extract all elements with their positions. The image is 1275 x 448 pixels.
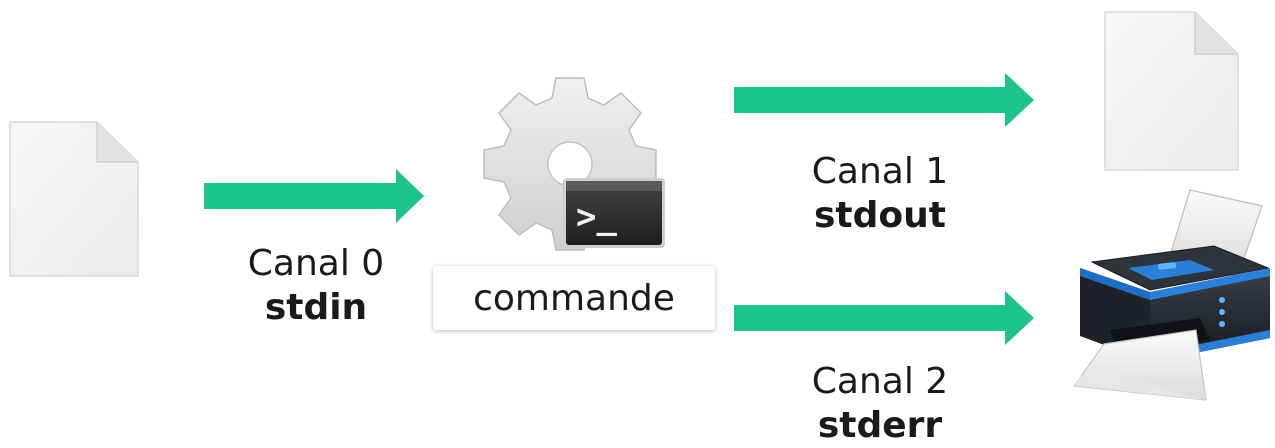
channel-0-stream: stdin [264,287,368,328]
command-label: commande [433,266,715,330]
channel-1-stream: stdout [814,195,946,236]
terminal-prompt-text: >_ [576,197,617,237]
channel-1-name: Canal 1 [811,151,949,192]
channel-0-name: Canal 0 [247,243,385,284]
channel-1-label: Canal 1 stdout [790,150,970,238]
channel-2-label: Canal 2 stderr [790,360,970,448]
channel-2-stream: stderr [817,405,943,446]
channel-0-label: Canal 0 stdin [226,242,406,330]
channel-2-name: Canal 2 [811,361,949,402]
